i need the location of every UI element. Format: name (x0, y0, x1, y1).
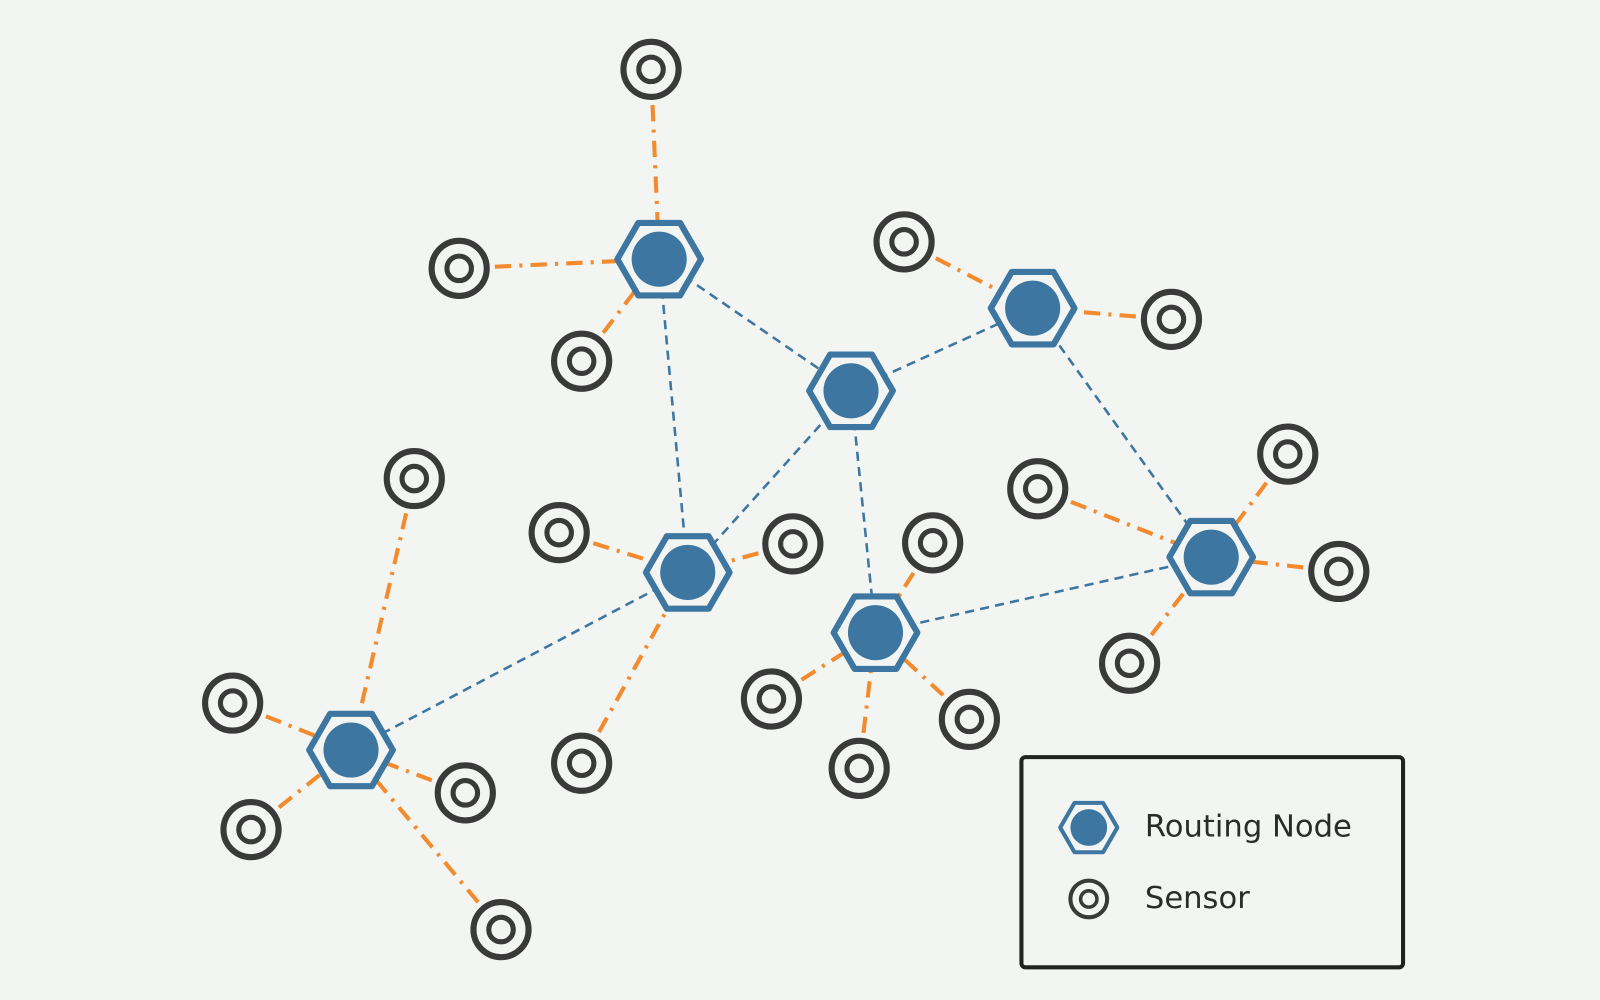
sensor-node-S2 (428, 237, 490, 299)
sensor-outer-ring (902, 512, 964, 574)
router-core (1070, 809, 1108, 846)
sensor-inner-ring (1323, 556, 1354, 587)
sensor-inner-ring (889, 227, 919, 257)
sensor-inner-ring (1156, 304, 1187, 335)
router-core (323, 722, 379, 778)
sensor-outer-ring (1068, 878, 1110, 920)
sensor-outer-ring (938, 688, 1000, 750)
sensor-outer-ring (428, 237, 490, 299)
sensor-outer-ring (551, 330, 613, 392)
sensor-inner-ring (778, 529, 808, 559)
sensor-link-S10 (770, 630, 877, 701)
sensor-node-S18 (202, 672, 264, 734)
router-core (847, 605, 904, 661)
routing-node-R4 (642, 533, 733, 612)
sensor-node-S21 (470, 898, 532, 961)
sensor-inner-ring (1272, 439, 1303, 469)
routing-node-icon (1058, 800, 1120, 855)
sensor-node-S3 (551, 330, 613, 392)
sensor-inner-ring (566, 748, 597, 779)
backbone-link-R3-R5 (849, 390, 877, 633)
sensor-inner-ring (1114, 648, 1145, 679)
sensor-inner-ring (844, 753, 874, 784)
routing-node-R1 (614, 219, 705, 299)
routing-node-R7 (306, 710, 396, 790)
sensor-node-S16 (1098, 632, 1161, 694)
sensor-node-S7 (762, 513, 824, 575)
routing-node-R3 (806, 351, 896, 431)
router-core (660, 544, 716, 600)
sensor-inner-ring (566, 346, 597, 377)
sensor-node-S4 (873, 211, 935, 273)
sensor-link-S21 (349, 748, 503, 931)
routing-node-R6 (1166, 517, 1257, 597)
routing-node-R2 (987, 268, 1078, 348)
sensor-inner-ring (636, 54, 666, 85)
legend: Routing Node Sensor (1019, 755, 1406, 970)
sensor-inner-ring (236, 814, 266, 845)
sensor-node-S17 (383, 447, 445, 510)
sensor-outer-ring (220, 798, 282, 861)
sensor-inner-ring (1078, 889, 1099, 909)
legend-box (1019, 755, 1406, 970)
sensor-inner-ring (544, 517, 574, 548)
sensor-inner-ring (444, 253, 474, 284)
router-core (1005, 280, 1061, 336)
sensor-inner-ring (917, 528, 948, 558)
backbone-link-R4-R7 (350, 571, 689, 752)
sensor-node-S13 (1007, 458, 1069, 520)
sensor-outer-ring (620, 38, 682, 100)
legend-routing-node-label: Routing Node (1145, 810, 1352, 845)
sensor-inner-ring (450, 778, 481, 808)
sensor-outer-ring (828, 737, 890, 799)
sensor-node-S20 (220, 798, 282, 861)
sensor-node-S8 (551, 732, 613, 794)
sensor-outer-ring (762, 513, 824, 575)
sensor-inner-ring (486, 914, 516, 945)
sensor-node-S1 (620, 38, 682, 100)
sensor-outer-ring (202, 672, 264, 734)
routing-node-R5 (830, 593, 921, 672)
sensor-inner-ring (1022, 473, 1053, 504)
sensor-outer-ring (1140, 288, 1203, 350)
router-core (1183, 529, 1239, 585)
legend-sensor-label: Sensor (1145, 881, 1250, 916)
router-core (631, 231, 687, 287)
sensor-outer-ring (528, 502, 590, 564)
sensor-outer-ring (383, 447, 445, 510)
sensor-inner-ring (399, 463, 430, 494)
backbone-link-R1-R4 (657, 259, 690, 573)
sensor-link-S19 (350, 748, 467, 795)
router-core (823, 363, 879, 419)
sensor-node-S19 (434, 762, 496, 824)
sensor-inner-ring (217, 688, 248, 718)
sensor-icon (1068, 878, 1110, 920)
sensor-node-S6 (528, 502, 590, 564)
sensor-outer-ring (740, 668, 803, 730)
sensor-node-S9 (902, 512, 964, 574)
sensor-node-S11 (938, 688, 1000, 750)
sensor-outer-ring (1098, 632, 1161, 694)
sensor-outer-ring (873, 211, 935, 273)
sensor-node-S15 (1308, 540, 1370, 603)
sensor-outer-ring (1308, 540, 1370, 603)
sensor-outer-ring (434, 762, 496, 824)
sensor-outer-ring (470, 898, 532, 961)
sensor-inner-ring (954, 704, 985, 735)
sensor-outer-ring (1007, 458, 1069, 520)
sensor-outer-ring (1257, 423, 1319, 485)
sensor-node-S5 (1140, 288, 1203, 350)
backbone-link-R2-R6 (1031, 307, 1213, 558)
sensor-inner-ring (756, 684, 787, 714)
sensor-node-S12 (828, 737, 890, 799)
sensor-outer-ring (551, 732, 613, 794)
sensor-node-S10 (740, 668, 803, 730)
nodes-layer (202, 38, 1370, 961)
sensor-node-S14 (1257, 423, 1319, 485)
sensor-link-S17 (349, 478, 417, 751)
backbone-link-R5-R6 (875, 555, 1212, 634)
